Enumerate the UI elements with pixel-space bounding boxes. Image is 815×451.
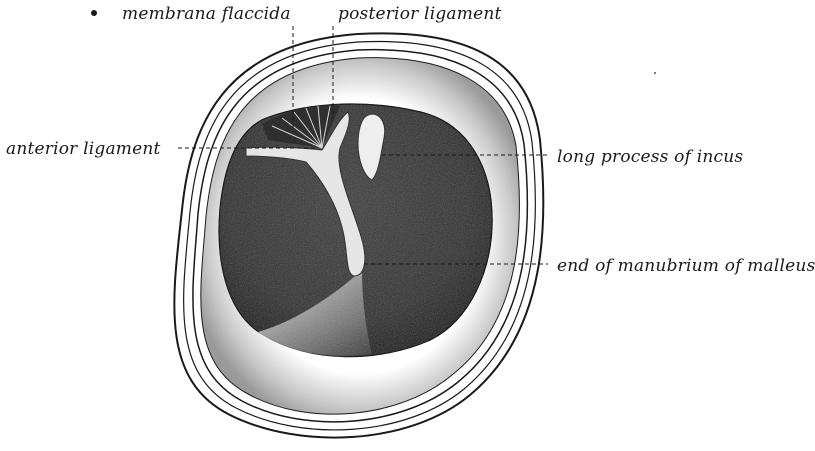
ink-dot — [91, 10, 97, 16]
label-membrana-flaccida: membrana flaccida — [122, 4, 291, 24]
label-anterior-ligament: anterior ligament — [6, 139, 161, 159]
label-posterior-ligament: posterior ligament — [338, 4, 502, 24]
label-long-process-of-incus: long process of incus — [557, 147, 743, 167]
label-end-of-manubrium: end of manubrium of malleus — [557, 256, 815, 276]
ink-speck — [654, 72, 656, 74]
